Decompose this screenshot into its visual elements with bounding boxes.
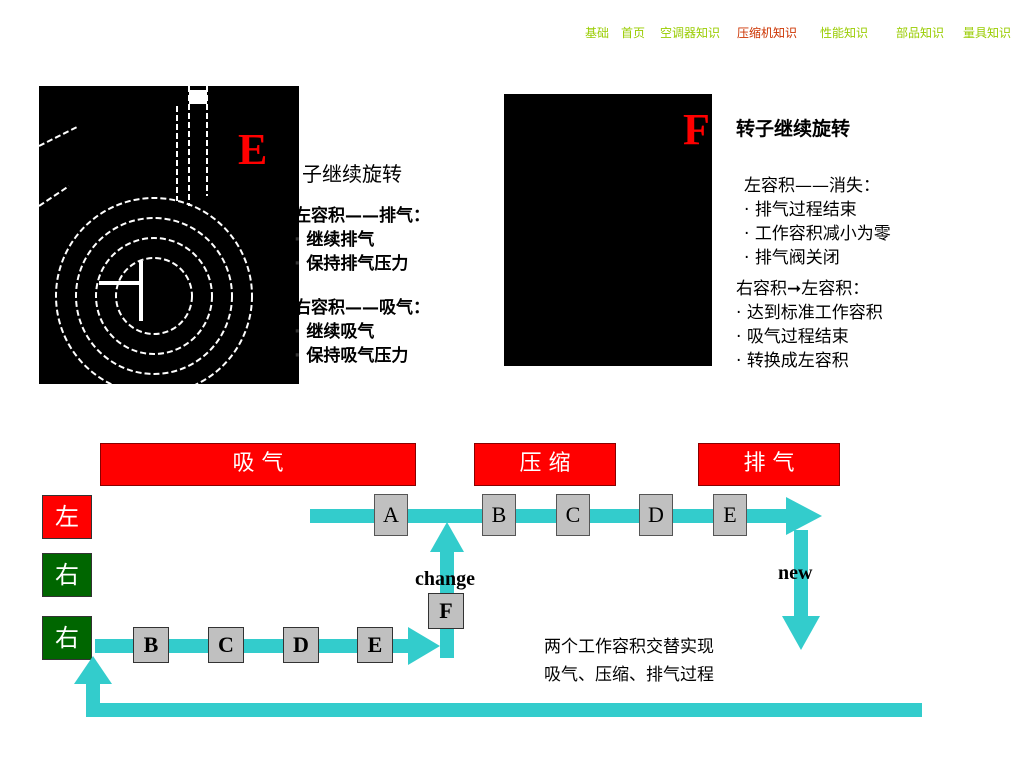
panel-e-right-section: 右容积——吸气： · 继续吸气 · 保持吸气压力 [294, 296, 430, 368]
nav-item-compressor[interactable]: 压缩机知识 [737, 26, 798, 40]
nav-item-home[interactable]: 首页 [621, 26, 646, 40]
panel-e-image [39, 86, 299, 384]
bottom-track-bar [95, 639, 415, 653]
panel-f-title: 转子继续旋转 [736, 118, 851, 140]
compressor-rotor-illustration [39, 86, 253, 384]
return-track-bar [90, 703, 922, 717]
side-label-right-1: 右 [42, 553, 92, 597]
top-box-a: A [374, 494, 408, 536]
top-box-d: D [639, 494, 673, 536]
nav-item-gauges[interactable]: 量具知识 [963, 26, 1012, 40]
panel-f-image [504, 94, 712, 366]
bottom-box-b: B [133, 627, 169, 663]
change-label: change [415, 568, 475, 590]
bottom-box-e: E [357, 627, 393, 663]
side-label-left: 左 [42, 495, 92, 539]
diagram-caption: 两个工作容积交替实现 吸气、压缩、排气过程 [544, 633, 714, 689]
top-track-arrowhead [786, 497, 822, 535]
caption-line-1: 两个工作容积交替实现 [544, 637, 714, 657]
side-label-right-2: 右 [42, 616, 92, 660]
nav-item-aircon[interactable]: 空调器知识 [660, 26, 721, 40]
top-navigation: 基础 首页 空调器知识 压缩机知识 性能知识 部品知识 量具知识 [0, 24, 1024, 44]
nav-item-performance[interactable]: 性能知识 [820, 26, 869, 40]
panel-e-left-item-2: · 保持排气压力 [294, 254, 409, 274]
top-box-e: E [713, 494, 747, 536]
panel-e-right-item-2: · 保持吸气压力 [294, 346, 409, 366]
panel-e-left-item-1: · 继续排气 [294, 230, 375, 250]
panel-e-left-section: 左容积——排气： · 继续排气 · 保持排气压力 [294, 204, 430, 276]
stage-compression: 压 缩 [474, 443, 616, 486]
panel-f-right-header: 右容积➞左容积： [736, 279, 870, 299]
caption-line-2: 吸气、压缩、排气过程 [544, 665, 714, 685]
bottom-box-d: D [283, 627, 319, 663]
panel-f-right-section: 右容积➞左容积： · 达到标准工作容积 · 吸气过程结束 · 转换成左容积 [736, 277, 883, 373]
nav-item-basics[interactable]: 基础 [585, 26, 610, 40]
panel-f-left-item-1: · 排气过程结束 [744, 200, 857, 220]
panel-f-left-item-3: · 排气阀关闭 [744, 248, 840, 268]
panel-f-letter: F [683, 105, 710, 154]
top-box-b: B [482, 494, 516, 536]
panel-e-title: 子继续旋转 [302, 162, 402, 186]
new-arrow-head [782, 616, 820, 650]
stage-discharge: 排 气 [698, 443, 840, 486]
panel-e-left-header: 左容积——排气： [294, 206, 430, 226]
top-box-c: C [556, 494, 590, 536]
panel-f-right-item-2: · 吸气过程结束 [736, 327, 849, 347]
change-arrow-head [430, 522, 464, 552]
panel-e-right-item-1: · 继续吸气 [294, 322, 375, 342]
panel-e-letter: E [238, 125, 268, 174]
panel-f-left-section: 左容积——消失： · 排气过程结束 · 工作容积减小为零 · 排气阀关闭 [744, 174, 891, 270]
stage-intake: 吸 气 [100, 443, 416, 486]
panel-f-right-item-1: · 达到标准工作容积 [736, 303, 883, 323]
bottom-box-c: C [208, 627, 244, 663]
panel-e-right-header: 右容积——吸气： [294, 298, 430, 318]
panel-f-left-item-2: · 工作容积减小为零 [744, 224, 891, 244]
new-arrow-shaft [794, 530, 808, 620]
switch-box-f: F [428, 593, 464, 629]
bottom-track-arrowhead [408, 627, 440, 665]
return-track-arrowhead [74, 656, 112, 684]
nav-item-parts[interactable]: 部品知识 [896, 26, 945, 40]
panel-f-right-item-3: · 转换成左容积 [736, 351, 849, 371]
new-label: new [778, 562, 813, 584]
panel-f-left-header: 左容积——消失： [744, 176, 880, 196]
